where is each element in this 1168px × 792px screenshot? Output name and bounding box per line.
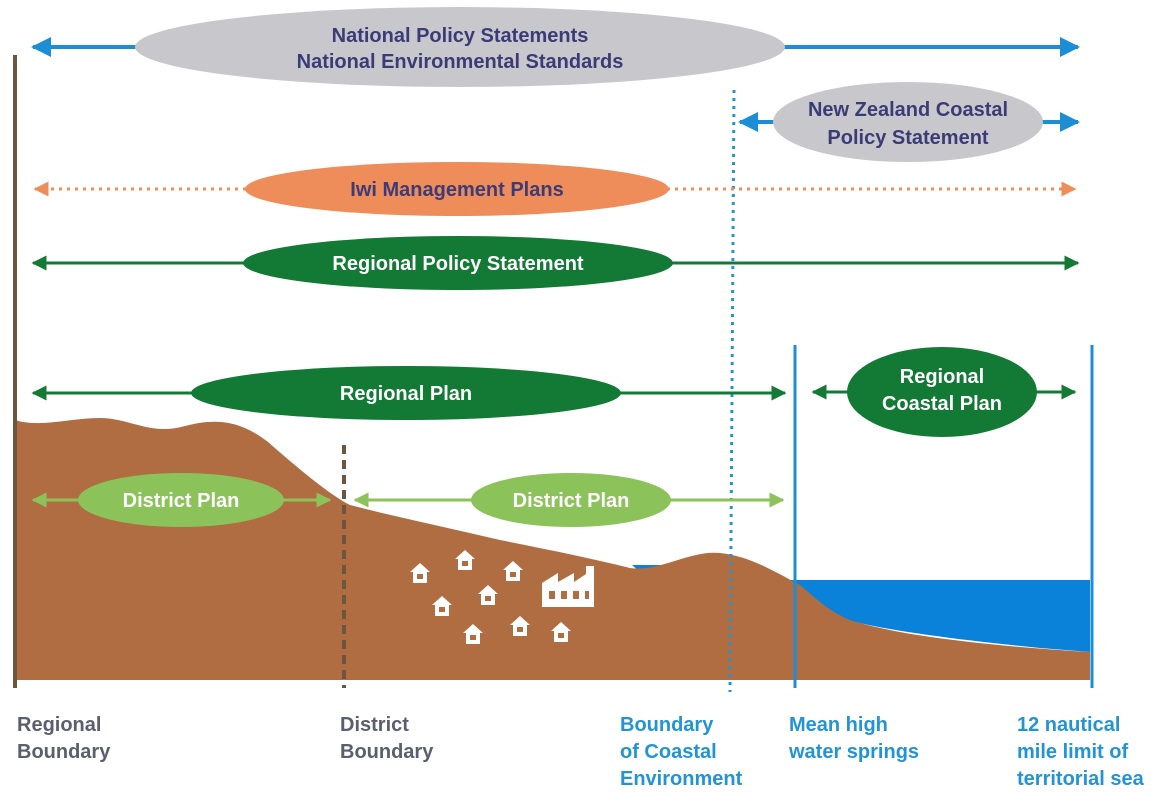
- coastal-env-line1: Boundary: [620, 714, 714, 736]
- nautical-line3: territorial sea: [1017, 768, 1145, 790]
- rps-label: Regional Policy Statement: [332, 253, 584, 275]
- nzcps-line2: Policy Statement: [827, 127, 989, 149]
- coastal-env-line3: Environment: [620, 768, 743, 790]
- regional-coastal-plan-line1: Regional: [900, 366, 984, 388]
- mhws-line2: water springs: [788, 741, 919, 763]
- national-line1: National Policy Statements: [332, 25, 589, 47]
- district-plan-2-band: District Plan: [353, 473, 785, 527]
- coastal-env-line2: of Coastal: [620, 741, 717, 763]
- nautical-limit-label: 12 nautical mile limit of territorial se…: [1017, 714, 1145, 790]
- regional-plan-label: Regional Plan: [340, 383, 472, 405]
- settlement-icons: [410, 550, 594, 644]
- iwi-label: Iwi Management Plans: [350, 179, 563, 201]
- nzcps-line1: New Zealand Coastal: [808, 99, 1008, 121]
- regional-boundary-line1: Regional: [17, 714, 101, 736]
- land-profile: [15, 418, 1090, 680]
- iwi-band: Iwi Management Plans: [33, 162, 1077, 216]
- national-line2: National Environmental Standards: [297, 51, 624, 73]
- district-plan-2-label: District Plan: [513, 490, 630, 512]
- district-boundary-line1: District: [340, 714, 409, 736]
- national-band: National Policy Statements National Envi…: [31, 7, 1080, 87]
- regional-boundary-label: Regional Boundary: [17, 714, 111, 763]
- mhws-label: Mean high water springs: [788, 714, 919, 763]
- nautical-line1: 12 nautical: [1017, 714, 1120, 736]
- regional-coastal-plan-band: Regional Coastal Plan: [811, 347, 1077, 437]
- nzcps-band: New Zealand Coastal Policy Statement: [738, 82, 1080, 162]
- nautical-line2: mile limit of: [1017, 741, 1128, 763]
- regional-coastal-plan-line2: Coastal Plan: [882, 393, 1002, 415]
- district-boundary-line2: Boundary: [340, 741, 434, 763]
- mhws-line1: Mean high: [789, 714, 888, 736]
- district-boundary-label: District Boundary: [340, 714, 434, 763]
- district-plan-1-label: District Plan: [123, 490, 240, 512]
- factory-icon: [542, 566, 594, 607]
- coastal-environment-label: Boundary of Coastal Environment: [620, 714, 743, 790]
- regional-plan-band: Regional Plan: [31, 366, 787, 420]
- district-plan-1-band: District Plan: [31, 473, 332, 527]
- regional-boundary-line2: Boundary: [17, 741, 111, 763]
- rps-band: Regional Policy Statement: [31, 236, 1080, 290]
